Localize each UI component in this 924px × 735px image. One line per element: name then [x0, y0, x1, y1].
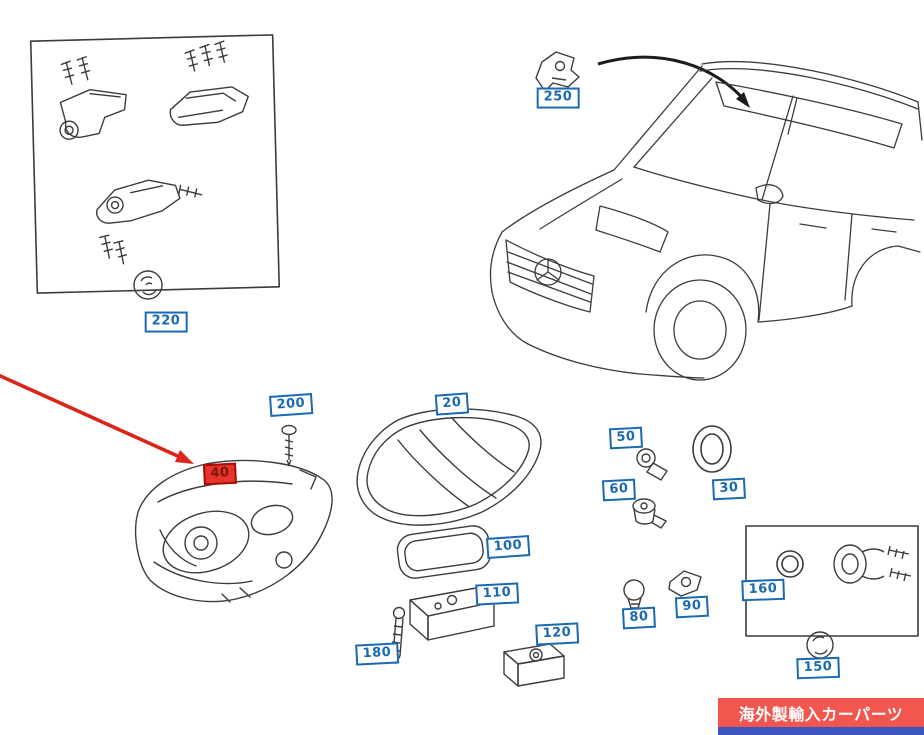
- part-label-80: 80: [621, 606, 657, 630]
- part-label-30: 30: [711, 477, 747, 501]
- red-pointer-arrow: [0, 373, 194, 464]
- watermark-banner: 海外製輸入カーパーツ: [718, 698, 924, 735]
- cap-90-drawing: [668, 570, 702, 597]
- gasket-drawing: [396, 525, 492, 579]
- part-label-160: 160: [741, 578, 785, 602]
- part-label-90: 90: [674, 595, 710, 619]
- part-label-180: 180: [355, 642, 399, 666]
- screw-200-drawing: [281, 424, 297, 467]
- car-sketch: [489, 61, 923, 381]
- part-label-120: 120: [535, 622, 579, 646]
- clip-icon-220: [133, 270, 163, 300]
- part-label-250: 250: [536, 87, 580, 109]
- part-label-20: 20: [434, 392, 470, 416]
- bulb-80-drawing: [623, 579, 645, 609]
- part-label-50: 50: [608, 426, 644, 450]
- part-label-60: 60: [601, 478, 637, 502]
- part-label-110: 110: [475, 582, 519, 606]
- watermark-text: 海外製輸入カーパーツ: [718, 698, 924, 727]
- leader-arrow-250: [597, 55, 750, 108]
- o-ring-drawing: [776, 550, 804, 578]
- part-label-220: 220: [144, 311, 188, 333]
- lens-drawing: [356, 408, 542, 526]
- watermark-bar: [718, 727, 924, 735]
- part-label-150: 150: [796, 656, 840, 680]
- sensor-part-250: [535, 51, 580, 92]
- part-label-40-highlighted: 40: [202, 462, 238, 486]
- part-label-100: 100: [486, 535, 530, 559]
- seal-ring-drawing: [692, 425, 732, 473]
- hardware-box: [29, 34, 281, 294]
- adjuster-drawing: [833, 544, 912, 584]
- bulb-holder-50-drawing: [636, 448, 668, 481]
- socket-60-drawing: [632, 498, 668, 529]
- part-label-200: 200: [269, 393, 313, 417]
- ballast-module-drawing: [503, 643, 565, 687]
